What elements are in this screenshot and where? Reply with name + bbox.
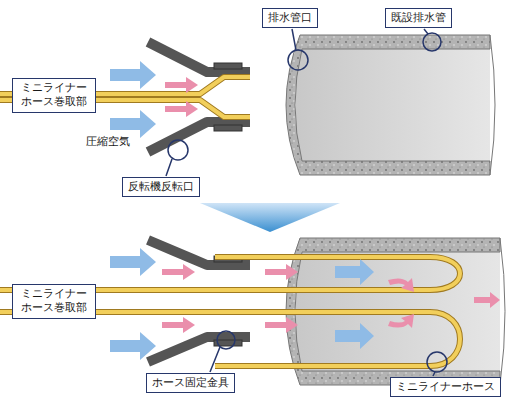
callout-box: 反転機反転口 — [122, 177, 200, 197]
callout-box: ミニライナーホース — [390, 377, 501, 397]
callout-text: ミニライナー ホース巻取部 — [18, 81, 90, 110]
callout-box: ミニライナー ホース巻取部 — [12, 284, 96, 319]
callout-box: ミニライナー ホース巻取部 — [12, 78, 96, 113]
part-label: 圧縮空気 — [86, 134, 130, 149]
callout-box: 排水管口 — [262, 8, 318, 28]
callout-box: 既設排水管 — [385, 8, 452, 28]
callout-text: 反転機反転口 — [128, 180, 194, 194]
callout-text: ホース固定金具 — [152, 376, 229, 390]
callout-text: ミニライナーホース — [396, 380, 495, 394]
callout-text: ミニライナー ホース巻取部 — [18, 287, 90, 316]
callout-text: 既設排水管 — [391, 11, 446, 25]
callout-box: ホース固定金具 — [146, 373, 235, 393]
callout-text: 排水管口 — [268, 11, 312, 25]
